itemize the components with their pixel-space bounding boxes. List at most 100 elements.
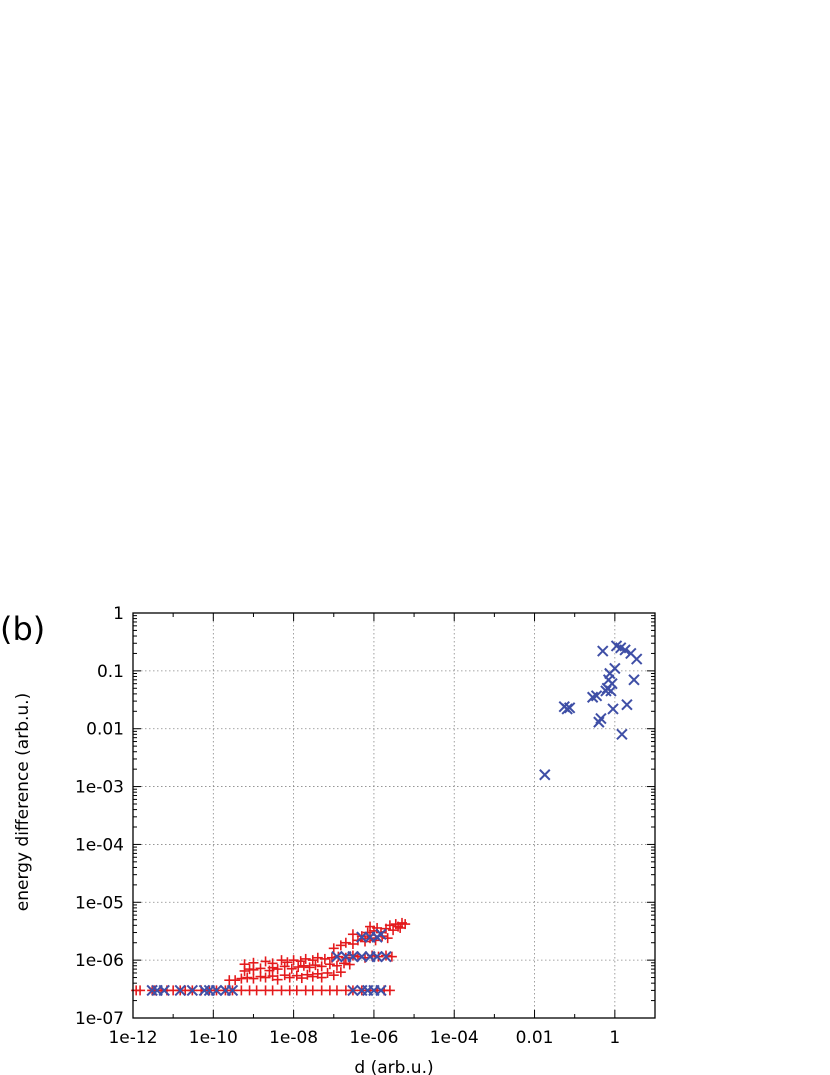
x-tick-label: 1e-08 xyxy=(269,1028,318,1048)
y-tick-label: 0.1 xyxy=(97,662,124,682)
data-point-plus xyxy=(304,962,315,973)
series-x-markers xyxy=(146,640,643,997)
data-point-plus xyxy=(282,957,293,968)
data-point-plus xyxy=(316,972,327,983)
x-tick-label: 1e-12 xyxy=(108,1028,157,1048)
x-tick-label: 1e-06 xyxy=(349,1028,398,1048)
data-point-x xyxy=(590,690,603,702)
x-tick-label: 1e-04 xyxy=(430,1028,479,1048)
data-point-plus xyxy=(291,985,302,996)
data-point-plus xyxy=(242,972,253,983)
data-point-x xyxy=(619,644,631,656)
data-point-plus xyxy=(395,922,406,933)
data-point-x xyxy=(539,769,551,781)
data-point-plus xyxy=(267,958,278,969)
data-point-plus xyxy=(335,940,346,951)
data-point-x xyxy=(347,984,359,997)
data-point-plus xyxy=(347,939,358,950)
data-point-plus xyxy=(340,937,351,948)
x-tick-label: 0.01 xyxy=(516,1028,554,1048)
data-point-plus xyxy=(310,960,321,971)
data-point-plus xyxy=(295,956,306,967)
data-point-plus xyxy=(384,985,395,996)
data-point-plus xyxy=(335,967,346,978)
data-point-x xyxy=(347,950,359,963)
data-point-plus xyxy=(291,970,302,981)
data-point-plus xyxy=(365,921,376,932)
data-point-plus xyxy=(276,955,287,966)
data-point-plus xyxy=(300,953,311,964)
data-point-x xyxy=(198,984,211,997)
data-point-x xyxy=(616,728,628,741)
plot-frame xyxy=(132,612,656,1019)
data-point-plus xyxy=(307,971,318,982)
data-point-x xyxy=(331,950,343,963)
data-point-plus xyxy=(286,963,297,974)
data-point-plus xyxy=(272,974,283,985)
data-point-x xyxy=(595,712,607,725)
data-point-plus xyxy=(316,961,327,972)
data-point-plus xyxy=(386,951,397,962)
data-point-plus xyxy=(272,964,283,975)
data-point-x xyxy=(628,674,640,686)
data-point-x xyxy=(375,984,387,997)
data-point-plus xyxy=(279,970,290,981)
data-point-x xyxy=(174,984,186,997)
data-point-plus xyxy=(248,973,259,984)
data-point-x xyxy=(607,703,619,715)
data-point-plus xyxy=(288,955,299,966)
data-point-x xyxy=(356,950,368,963)
data-point-plus xyxy=(400,919,411,930)
data-point-plus xyxy=(307,985,318,996)
data-point-x xyxy=(597,645,609,657)
data-point-plus xyxy=(236,973,247,984)
grid-lines xyxy=(133,613,655,1018)
data-point-x xyxy=(210,984,223,997)
data-point-plus xyxy=(302,969,313,980)
y-tick-label: 1 xyxy=(113,604,124,624)
x-axis-ticks: 1e-12 1e-10 1e-08 1e-06 1e-04 0.01 1 xyxy=(108,613,656,1048)
data-point-plus xyxy=(239,959,250,970)
data-point-plus xyxy=(267,985,278,996)
data-point-plus xyxy=(324,959,335,970)
data-point-plus xyxy=(267,971,278,982)
data-point-x xyxy=(186,984,199,997)
data-point-plus xyxy=(135,985,146,996)
y-tick-label: 1e-07 xyxy=(75,1009,124,1029)
data-point-plus xyxy=(260,956,271,967)
x-tick-label: 1 xyxy=(609,1028,620,1048)
data-point-x xyxy=(380,950,392,963)
data-point-x xyxy=(158,984,170,997)
data-point-plus xyxy=(331,985,342,996)
data-point-x xyxy=(375,928,387,940)
y-tick-label: 0.01 xyxy=(86,720,124,740)
y-tick-label: 1e-04 xyxy=(75,835,124,855)
data-point-plus xyxy=(322,967,333,978)
data-point-x xyxy=(371,950,383,963)
data-point-plus xyxy=(384,920,395,931)
data-point-plus xyxy=(296,973,307,984)
data-point-plus xyxy=(284,972,295,983)
y-tick-label: 1e-06 xyxy=(75,951,124,971)
data-point-x xyxy=(630,653,643,665)
data-point-x xyxy=(609,662,621,675)
data-point-plus xyxy=(293,962,304,973)
data-point-plus xyxy=(347,929,358,940)
y-tick-label: 1e-05 xyxy=(75,893,124,913)
data-point-plus xyxy=(251,985,262,996)
series-plus-markers xyxy=(131,917,411,996)
data-point-plus xyxy=(307,955,318,966)
data-point-x xyxy=(621,698,633,711)
data-point-plus xyxy=(319,953,330,964)
data-point-plus xyxy=(260,972,271,983)
data-point-plus xyxy=(331,960,342,971)
x-tick-label: 1e-10 xyxy=(189,1028,238,1048)
data-point-plus xyxy=(312,952,323,963)
data-point-plus xyxy=(328,943,339,954)
data-point-plus xyxy=(230,975,241,986)
panel-label: (b) xyxy=(0,610,45,648)
x-axis-label: d (arb.u.) xyxy=(354,1058,433,1075)
data-point-plus xyxy=(328,970,339,981)
y-axis-label: energy difference (arb.u.) xyxy=(13,693,33,911)
